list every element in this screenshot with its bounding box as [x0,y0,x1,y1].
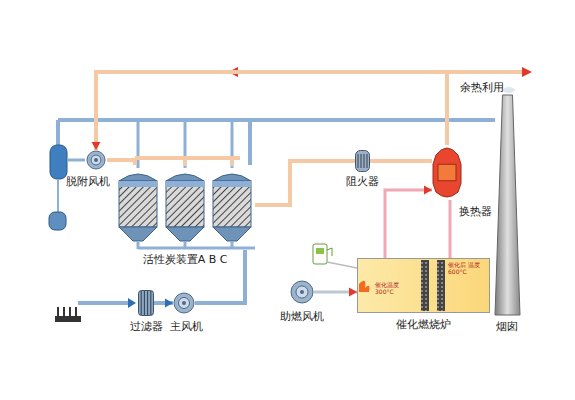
equipment-label: 催化后 温度600°C [448,262,488,276]
equipment-node: 换热器 [432,145,462,200]
pipe-connector [450,200,451,258]
equipment-shape [115,165,255,250]
equipment-label: 催化燃烧炉 [396,318,451,331]
pipe-connector [370,161,432,162]
equipment-node: 过滤器 [138,290,154,316]
equipment-node: 主风机 [173,292,195,314]
equipment-shape [432,145,462,200]
equipment-label: 活性炭装置A B C [143,253,228,266]
equipment-node: 活性炭装置A B C [115,165,255,250]
equipment-label: 烟囱 [496,320,518,333]
pipe-connector [255,161,355,205]
pipe-connector [107,160,135,165]
equipment-shape [355,150,370,172]
equipment-shape [495,95,520,315]
pipe-connector [385,186,432,259]
equipment-node: 脱附风机 [85,150,107,170]
equipment-shape [85,150,107,170]
equipment-label: 阻火器 [346,175,379,188]
equipment-shape [173,292,195,314]
pipe-connector [92,72,448,150]
equipment-label: 催化温度 300°C [375,282,417,296]
equipment-label: 过滤器 [130,320,163,333]
equipment-node: 助燃风机 [290,280,314,304]
equipment-label: 主风机 [170,320,203,333]
equipment-label: 脱附风机 [66,175,110,188]
equipment-node: 烟囱 [495,95,520,315]
pipe-connector [314,288,357,297]
pipe-connector [154,299,173,308]
equipment-shape [138,290,154,316]
note-label: 余热利用 [460,80,504,95]
equipment-label: 助燃风机 [280,310,324,323]
equipment-node: 催化燃烧炉催化温度 300°C催化后 温度600°C [357,258,490,313]
equipment-shape [290,280,314,304]
equipment-label: 换热器 [459,205,492,218]
equipment-node: 阻火器 [355,150,370,172]
